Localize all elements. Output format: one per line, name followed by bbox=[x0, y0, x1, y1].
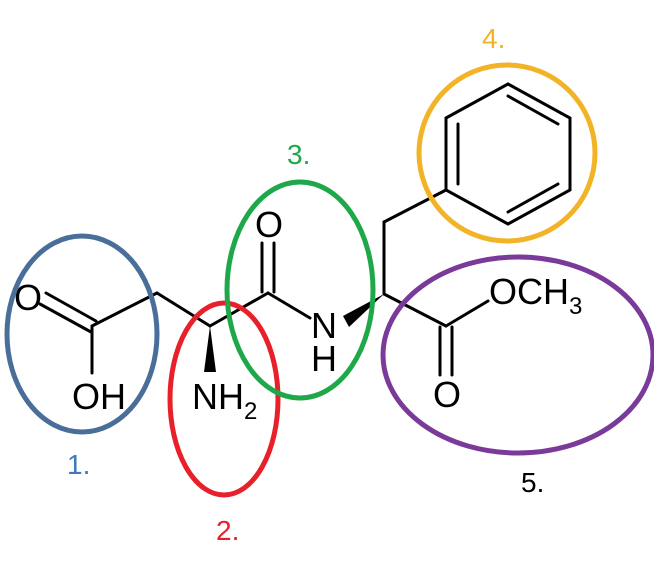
group-4-label: 4. bbox=[482, 23, 505, 54]
group-3-label: 3. bbox=[287, 139, 310, 170]
group-4-ellipse bbox=[416, 62, 598, 244]
atom-o-ester: O bbox=[433, 374, 461, 415]
atom-oh-acid: OH bbox=[72, 376, 126, 417]
atom-n-amide: N bbox=[311, 305, 337, 346]
bond-ca-cester bbox=[382, 292, 448, 328]
atom-nh2-n: NH bbox=[192, 376, 244, 417]
group-5-ellipse bbox=[380, 254, 654, 456]
bond-c4-n bbox=[266, 291, 312, 320]
group-3-ellipse bbox=[224, 179, 376, 401]
benzene-inner-2 bbox=[506, 182, 560, 214]
atom-h-amide: H bbox=[311, 338, 337, 379]
group-1-ellipse bbox=[4, 233, 160, 435]
atom-nh2: NH2 bbox=[192, 376, 257, 425]
bond-c1-o-double-a bbox=[38, 302, 93, 334]
group-5-label: 5. bbox=[521, 467, 544, 498]
wedge-bond-ca-n bbox=[343, 294, 384, 327]
bond-cb-ring bbox=[382, 188, 448, 224]
group-1-label: 1. bbox=[67, 449, 90, 480]
atom-och3-text: OCH bbox=[489, 271, 569, 312]
bond-c1-c2 bbox=[90, 291, 159, 328]
benzene-ring bbox=[444, 82, 572, 226]
atom-och3-subscript: 3 bbox=[569, 293, 582, 320]
bond-c1-o-double-b bbox=[44, 291, 98, 323]
group-2-label: 2. bbox=[216, 515, 239, 546]
bond-c2-c3 bbox=[155, 291, 212, 328]
atom-och3: OCH3 bbox=[489, 271, 582, 320]
atom-nh2-subscript: 2 bbox=[244, 398, 257, 425]
bond-cester-o-single bbox=[444, 299, 490, 328]
bond-skeleton bbox=[38, 82, 572, 377]
group-2-ellipse bbox=[167, 300, 281, 498]
wedge-bond-c3-n bbox=[204, 326, 216, 372]
benzene-inner-1 bbox=[506, 94, 560, 126]
atom-o-amide: O bbox=[255, 204, 283, 245]
